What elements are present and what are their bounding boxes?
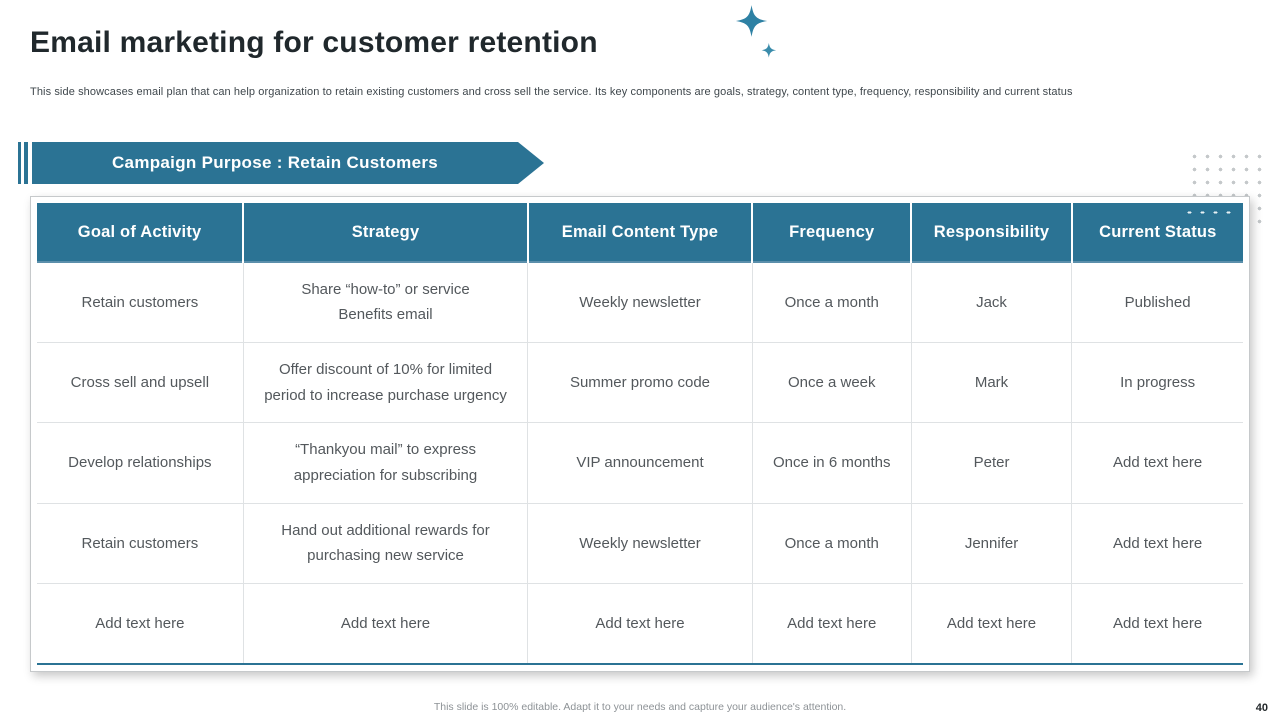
campaign-purpose-banner-group: Campaign Purpose : Retain Customers (18, 142, 544, 184)
table-cell[interactable]: Peter (911, 422, 1073, 504)
table-cell[interactable]: Add text here (243, 583, 529, 666)
table-cell[interactable]: Summer promo code (527, 342, 753, 424)
table-cell[interactable]: Mark (911, 342, 1073, 424)
table-cell[interactable]: Once a month (752, 260, 912, 343)
table-row: Add text here Add text here Add text her… (37, 583, 1243, 666)
col-header-email-content-type[interactable]: Email Content Type (526, 203, 754, 262)
table-cell[interactable]: VIP announcement (527, 422, 753, 504)
table-cell[interactable]: Develop relationships (37, 422, 244, 504)
table-cell[interactable]: Weekly newsletter (527, 503, 753, 585)
table-cell[interactable]: Add text here (752, 583, 912, 666)
table-cell[interactable]: Add text here (1071, 503, 1243, 585)
campaign-purpose-label: Campaign Purpose : Retain Customers (111, 153, 438, 172)
table-cell[interactable]: Jack (911, 260, 1073, 343)
table-cell[interactable]: Add text here (1071, 422, 1243, 504)
table-cell[interactable]: Weekly newsletter (527, 260, 753, 343)
col-header-frequency[interactable]: Frequency (751, 203, 913, 262)
table-cell[interactable]: Add text here (527, 583, 753, 666)
table-cell[interactable]: Add text here (911, 583, 1073, 666)
table-cell[interactable]: Add text here (1071, 583, 1243, 666)
page-number: 40 (1255, 702, 1268, 714)
email-plan-table: Goal of Activity Strategy Email Content … (37, 203, 1243, 666)
col-header-strategy[interactable]: Strategy (242, 203, 529, 262)
table-cell[interactable]: Cross sell and upsell (37, 342, 244, 424)
banner-accent-bar-2 (24, 142, 28, 184)
table-cell[interactable]: Retain customers (37, 503, 244, 585)
table-row: Develop relationships “Thankyou mail” to… (37, 422, 1243, 504)
table-cell[interactable]: Once a week (752, 342, 912, 424)
table-header-row: Goal of Activity Strategy Email Content … (37, 203, 1243, 262)
table-cell[interactable]: “Thankyou mail” to express appreciation … (243, 422, 529, 504)
campaign-purpose-banner[interactable]: Campaign Purpose : Retain Customers (32, 142, 544, 184)
table-cell[interactable]: Share “how-to” or service Benefits email (243, 260, 529, 343)
table-row: Cross sell and upsell Offer discount of … (37, 342, 1243, 424)
footer-note: This slide is 100% editable. Adapt it to… (433, 701, 847, 713)
slide-subtitle: This side showcases email plan that can … (30, 86, 1073, 98)
table-cell[interactable]: Jennifer (911, 503, 1073, 585)
table-cell[interactable]: Retain customers (37, 260, 244, 343)
col-header-responsibility[interactable]: Responsibility (910, 203, 1073, 262)
col-header-goal-of-activity[interactable]: Goal of Activity (37, 203, 245, 262)
table-row: Retain customers Hand out additional rew… (37, 503, 1243, 585)
banner-accent-bar-1 (18, 142, 21, 184)
email-plan-table-card: Goal of Activity Strategy Email Content … (30, 196, 1250, 672)
table-row: Retain customers Share “how-to” or servi… (37, 260, 1243, 343)
table-cell[interactable]: Offer discount of 10% for limited period… (243, 342, 529, 424)
sparkle-icon (735, 5, 777, 58)
page-title: Email marketing for customer retention (30, 26, 598, 59)
table-cell[interactable]: In progress (1071, 342, 1243, 424)
table-cell[interactable]: Hand out additional rewards for purchasi… (243, 503, 529, 585)
table-cell[interactable]: Once in 6 months (752, 422, 912, 504)
table-cell[interactable]: Add text here (37, 583, 244, 666)
table-cell[interactable]: Once a month (752, 503, 912, 585)
header-dot-decoration (1181, 208, 1233, 215)
table-cell[interactable]: Published (1071, 260, 1243, 343)
